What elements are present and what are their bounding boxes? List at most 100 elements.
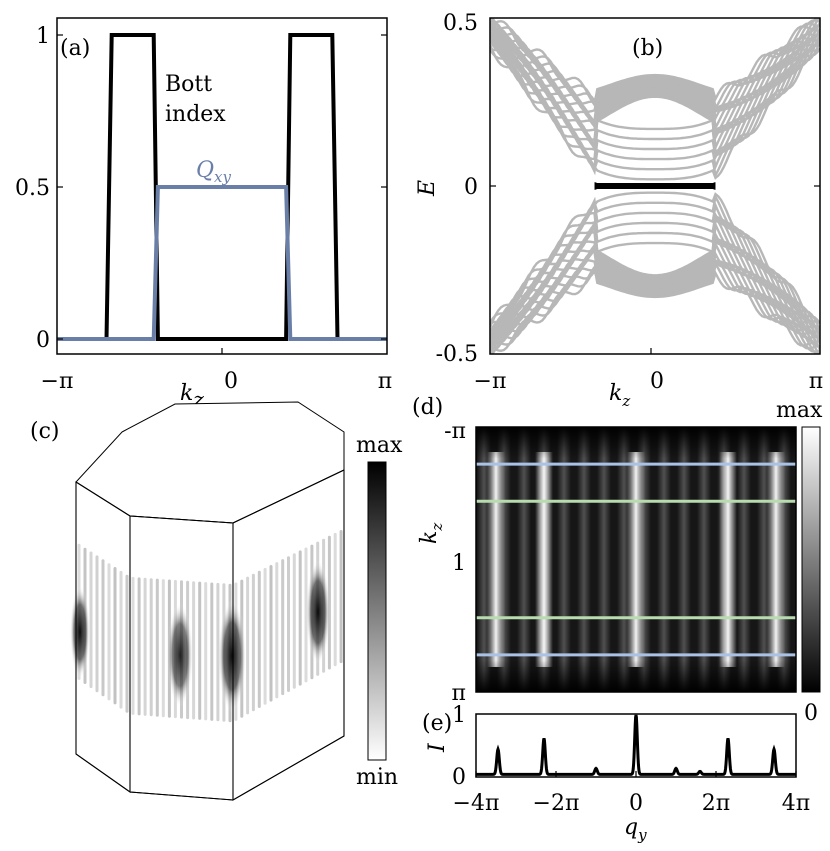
prism-blobs [70, 560, 330, 712]
prism-stripe [192, 581, 196, 720]
panel-a-ytick-2: 1 [36, 24, 50, 49]
panel-a-ytick-0: 0 [36, 328, 50, 353]
panel-b-xlabel: kz [609, 381, 630, 410]
qxy-label: Qxy [196, 158, 232, 186]
panel-b-ylabel: E [415, 180, 440, 197]
series-line-0 [57, 33, 387, 341]
panel-a-xtick-1: 0 [224, 369, 238, 394]
prism-stripe [113, 567, 117, 705]
prism-stripe [149, 578, 153, 717]
panel-e-ytick-1: 1 [452, 703, 466, 728]
prism-stripe [246, 576, 250, 715]
bulk-band [490, 24, 820, 134]
panel-b-xtick-0: −π [474, 369, 507, 394]
heatmap-d-cutlines [476, 462, 796, 657]
colorbar-d-max: max [776, 398, 823, 423]
bulk-band [490, 34, 820, 158]
panel-e-xtick-3: 2π [702, 791, 730, 816]
panel-b-xtick-2: π [809, 369, 823, 394]
prism-stripe [251, 573, 255, 712]
bulk-band [490, 260, 820, 354]
panel-e-xtick-2: 0 [629, 791, 643, 816]
panel-a: 0 0.5 1 −π 0 π kz (a) Bott index Qxy [15, 17, 392, 411]
prism-stripe [101, 559, 105, 697]
panel-a-ticks [57, 34, 387, 354]
prism-blob-center-left [167, 603, 193, 707]
prism-blob-center-right [218, 600, 246, 712]
prism-stripe [119, 570, 123, 709]
heatmap-d-fade [476, 427, 796, 692]
bott-label: Bott [165, 72, 212, 97]
panel-d: (d) -π 1 π kz max 0 [412, 395, 823, 726]
colorbar-c-min: min [356, 765, 398, 790]
prism-stripe [269, 565, 273, 702]
prism-stripe [198, 581, 202, 720]
prism-stripe [125, 574, 129, 713]
prism-stripe [333, 532, 337, 667]
bulk-band [490, 218, 820, 341]
bulk-band [490, 240, 820, 349]
panel-e-xtick-4: 4π [782, 791, 810, 816]
panel-a-ytick-1: 0.5 [15, 176, 50, 201]
panel-e-label: (e) [422, 711, 452, 736]
bulk-band [490, 201, 820, 332]
panel-d-ytick-2: π [452, 681, 466, 706]
panel-b-bands [490, 18, 820, 354]
index-label: index [165, 102, 226, 127]
bulk-band [490, 40, 820, 171]
panel-e-series [476, 714, 796, 776]
prism-blob-left [70, 586, 90, 678]
prism-stripe [304, 547, 308, 683]
bulk-band [490, 18, 820, 112]
bulk-band [490, 258, 820, 353]
panel-b-label: (b) [632, 36, 663, 61]
panel-d-ytick-1: 1 [452, 551, 466, 576]
prism-stripe [287, 556, 290, 692]
prism-stripe [210, 582, 214, 721]
panel-e-xtick-1: −2π [533, 791, 580, 816]
panel-d-ytick-0: -π [444, 419, 466, 444]
prism-outline [75, 470, 345, 801]
series-line-1 [57, 185, 387, 341]
bulk-band [490, 191, 820, 329]
prism-stripe [107, 563, 111, 701]
bulk-band [490, 264, 820, 353]
prism-stripe [275, 562, 279, 699]
colorbar-d [801, 426, 821, 693]
heatmap-d-frame [475, 426, 797, 693]
panel-b-ytick-0: -0.5 [436, 342, 478, 367]
edge-state-end [594, 182, 606, 190]
panel-b-ytick-1: 0 [464, 175, 478, 200]
panel-c-label: (c) [30, 419, 60, 444]
bulk-band [490, 19, 820, 108]
prism-stripe [131, 576, 135, 715]
panel-a-xtick-0: −π [41, 369, 74, 394]
panel-b-xtick-1: 0 [650, 369, 664, 394]
bulk-band [490, 214, 820, 338]
panel-a-series [57, 33, 387, 341]
prism-stripe [155, 578, 159, 717]
panel-e-ytick-0: 0 [452, 765, 466, 790]
colorbar-c [367, 461, 387, 761]
panel-d-ylabel: kz [417, 523, 446, 544]
prism-stripe [204, 582, 208, 721]
prism-stripe [95, 555, 99, 693]
panel-a-label: (a) [60, 36, 90, 61]
panel-e-xtick-0: −4π [453, 791, 500, 816]
prism-stripe [89, 551, 93, 689]
bulk-band [490, 43, 820, 181]
edge-state-end [704, 182, 716, 190]
bulk-band [490, 31, 820, 154]
prism-stripe [281, 559, 285, 696]
intensity-line [476, 714, 796, 776]
panel-d-label: (d) [412, 395, 443, 420]
colorbar-d-zero: 0 [804, 701, 818, 726]
prism-stripe [339, 530, 343, 664]
panel-b: -0.5 0 0.5 −π 0 π kz E (b) [415, 11, 823, 410]
panel-c: (c) max min [30, 401, 403, 801]
prism-stripe [137, 577, 141, 716]
bulk-band [490, 19, 820, 114]
panel-e-xlabel: qy [624, 815, 647, 844]
